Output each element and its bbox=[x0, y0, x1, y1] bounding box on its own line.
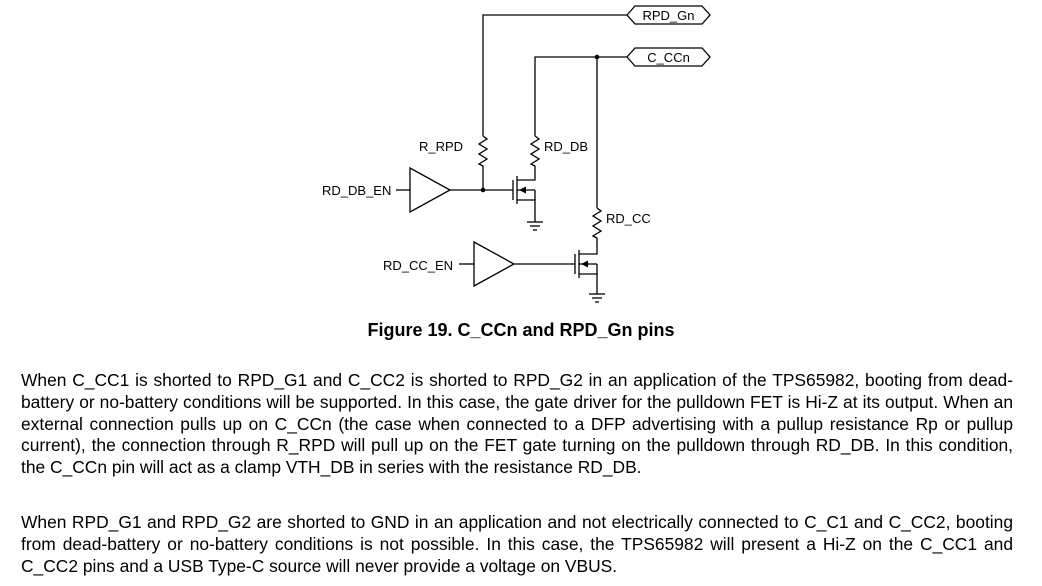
circuit-schematic: RPD_Gn C_CCn R_RPD RD_DB RD_DB_EN bbox=[322, 5, 711, 303]
c-ccn-label: C_CCn bbox=[647, 50, 690, 65]
rd-db-en-buffer: RD_DB_EN bbox=[322, 166, 513, 214]
c-ccn-pin-connector: C_CCn bbox=[626, 47, 711, 67]
rd-cc-en-label: RD_CC_EN bbox=[383, 258, 453, 273]
rd-cc-resistor: RD_CC bbox=[591, 207, 651, 248]
rpd-gn-pin-connector: RPD_Gn bbox=[626, 5, 711, 25]
body-paragraph-2: When RPD_G1 and RPD_G2 are shorted to GN… bbox=[21, 512, 1013, 576]
rd-db-pulldown-fet bbox=[512, 172, 536, 222]
rpd-gn-net-wire bbox=[482, 14, 627, 136]
r-rpd-resistor: R_RPD bbox=[419, 135, 489, 190]
c-ccn-net-wire bbox=[534, 54, 627, 208]
rd-db-resistor: RD_DB bbox=[529, 135, 588, 172]
r-rpd-label: R_RPD bbox=[419, 139, 463, 154]
rd-cc-label: RD_CC bbox=[606, 211, 651, 226]
rpd-gn-label: RPD_Gn bbox=[642, 8, 694, 23]
body-paragraph-1: When C_CC1 is shorted to RPD_G1 and C_CC… bbox=[21, 370, 1013, 478]
rd-db-label: RD_DB bbox=[544, 139, 588, 154]
ground-symbol-2 bbox=[589, 293, 605, 303]
rd-db-en-label: RD_DB_EN bbox=[322, 183, 391, 198]
ground-symbol-1 bbox=[527, 221, 543, 231]
rd-cc-pulldown-fet bbox=[574, 248, 598, 294]
rd-cc-en-buffer: RD_CC_EN bbox=[383, 240, 575, 288]
figure-caption: Figure 19. C_CCn and RPD_Gn pins bbox=[367, 320, 675, 340]
